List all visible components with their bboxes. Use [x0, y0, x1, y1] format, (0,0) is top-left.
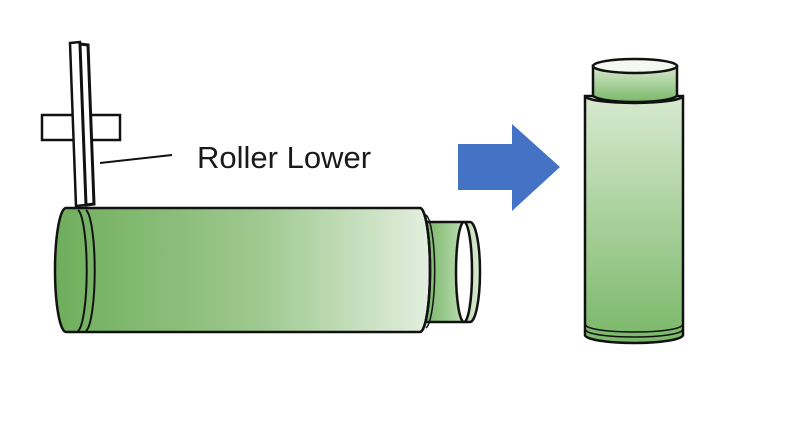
vertical-roller-icon — [583, 57, 685, 345]
leader-line — [99, 154, 173, 164]
arrow-right-icon — [458, 124, 560, 211]
roller-lower-label: Roller Lower — [197, 140, 371, 175]
roller-lower-icon — [40, 40, 122, 208]
horizontal-roller-icon — [53, 206, 482, 334]
